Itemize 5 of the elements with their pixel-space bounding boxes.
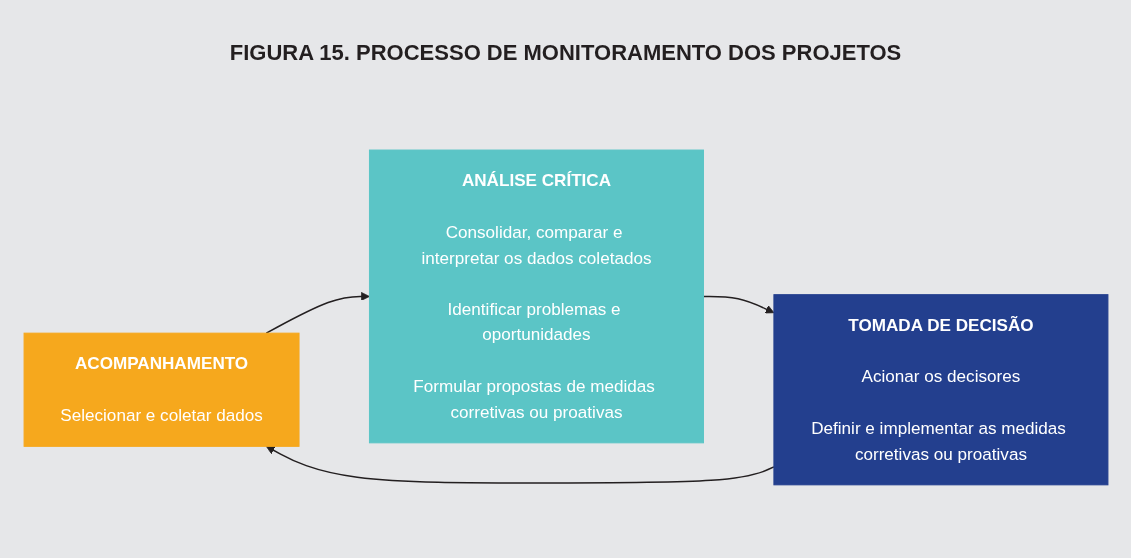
diagram-title: FIGURA 15. PROCESSO DE MONITORAMENTO DOS PROJETOS [229,40,902,66]
arrow [702,295,774,313]
node-box: ACOMPANHAMENTO Selecionar e coletar dados [23,332,300,447]
node-box: TOMADA DE DECISÃO Acionar os decisores Definir e implementar as medidas corretivas ou proativas [772,293,1108,485]
node-box: ANÁLISE CRÍTICA Consolidar, comparar e interpretar os dados coletados Identificar problemas e oportunidades Formular propostas de medidas corretivas ou proativas [368,149,704,443]
